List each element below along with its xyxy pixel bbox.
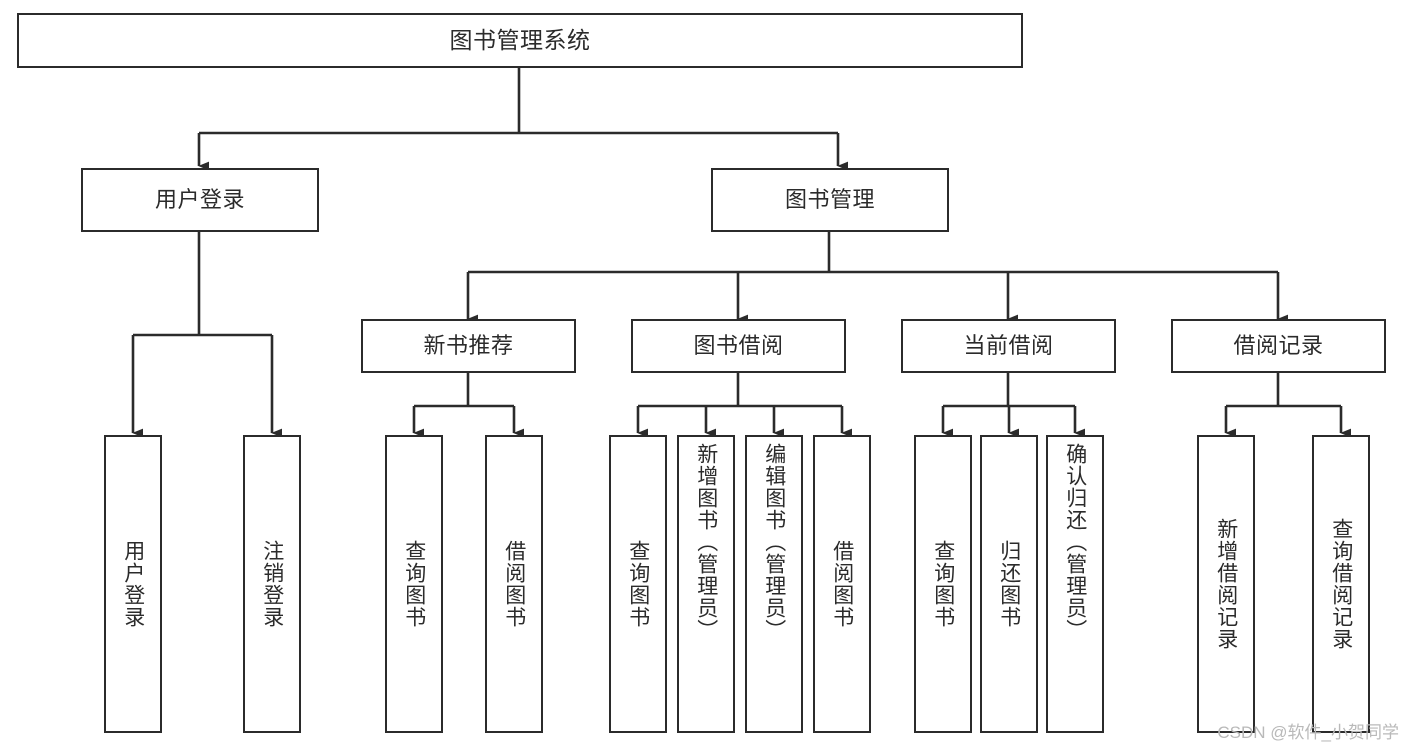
leaf-borrow-book-recommend[interactable]: 借阅图书 (485, 435, 543, 733)
leaf-logout-login[interactable]: 注销登录 (243, 435, 301, 733)
node-current-borrow[interactable]: 当前借阅 (901, 319, 1116, 373)
node-label: 用户登录 (121, 540, 145, 628)
node-label: 借阅图书 (502, 540, 526, 628)
node-label: 查询借阅记录 (1329, 518, 1353, 650)
leaf-query-borrow-record[interactable]: 查询借阅记录 (1312, 435, 1370, 733)
leaf-return-book[interactable]: 归还图书 (980, 435, 1038, 733)
node-book-management[interactable]: 图书管理 (711, 168, 949, 232)
node-label: 图书借阅 (693, 333, 784, 358)
leaf-query-book-recommend[interactable]: 查询图书 (385, 435, 443, 733)
node-label: 图书管理 (784, 187, 875, 212)
node-label: 用户登录 (154, 187, 245, 212)
node-label: 借阅图书 (830, 540, 854, 628)
leaf-query-book-current[interactable]: 查询图书 (914, 435, 972, 733)
watermark-text: CSDN @软件_小贺同学 (1217, 723, 1399, 742)
node-label: 查询图书 (626, 540, 650, 628)
leaf-add-book[interactable]: 新增图书（管理员） (677, 435, 735, 733)
node-label: 新增借阅记录 (1214, 518, 1238, 650)
node-label: 当前借阅 (963, 333, 1054, 358)
node-root-system[interactable]: 图书管理系统 (17, 13, 1023, 68)
node-label: 新增图书（管理员） (694, 443, 718, 641)
node-label: 编辑图书（管理员） (762, 443, 786, 641)
leaf-user-login[interactable]: 用户登录 (104, 435, 162, 733)
node-label: 查询图书 (402, 540, 426, 628)
node-label: 确认归还（管理员） (1063, 443, 1087, 641)
leaf-query-book-borrow[interactable]: 查询图书 (609, 435, 667, 733)
node-label: 查询图书 (931, 540, 955, 628)
node-label: 注销登录 (260, 540, 284, 628)
node-label: 新书推荐 (423, 333, 514, 358)
node-label: 图书管理系统 (449, 27, 591, 53)
leaf-edit-book[interactable]: 编辑图书（管理员） (745, 435, 803, 733)
node-borrow-record[interactable]: 借阅记录 (1171, 319, 1386, 373)
node-new-book-recommend[interactable]: 新书推荐 (361, 319, 576, 373)
leaf-add-borrow-record[interactable]: 新增借阅记录 (1197, 435, 1255, 733)
node-user-login[interactable]: 用户登录 (81, 168, 319, 232)
leaf-confirm-return[interactable]: 确认归还（管理员） (1046, 435, 1104, 733)
node-label: 归还图书 (997, 540, 1021, 628)
node-label: 借阅记录 (1233, 333, 1324, 358)
leaf-borrow-book-borrow[interactable]: 借阅图书 (813, 435, 871, 733)
node-book-borrow[interactable]: 图书借阅 (631, 319, 846, 373)
